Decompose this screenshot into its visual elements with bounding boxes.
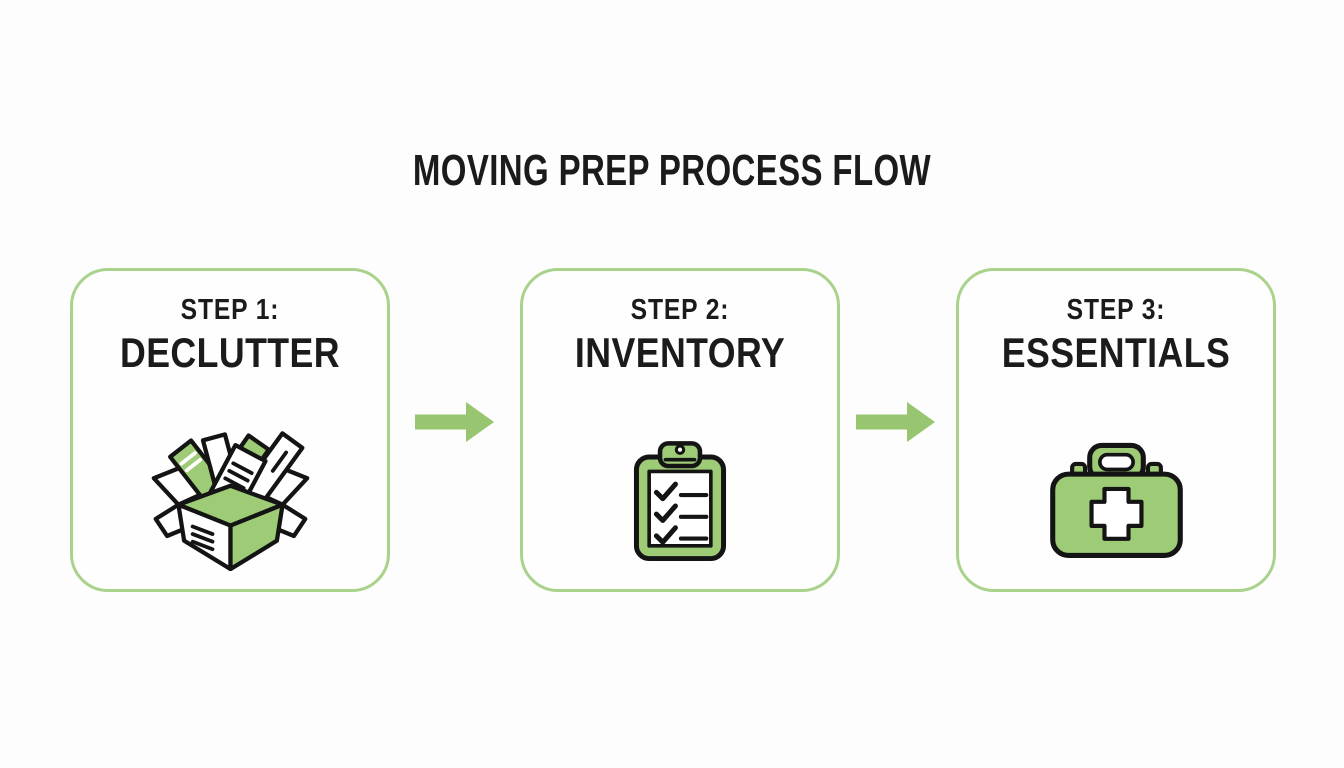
step-number-label: STEP 3:: [1066, 294, 1166, 326]
right-arrow-icon: [415, 402, 494, 442]
open-box-icon: [151, 431, 309, 571]
page-title: MOVING PREP PROCESS FLOW: [412, 146, 932, 195]
step-icon-area: [523, 429, 837, 571]
step-number-label: STEP 1:: [180, 294, 280, 326]
step-name-label: DECLUTTER: [119, 328, 340, 376]
right-arrow-icon: [856, 402, 935, 442]
medical-cross: [1088, 486, 1144, 541]
checklist-clipboard-icon: [633, 440, 727, 561]
step-number-label: STEP 2:: [630, 294, 730, 326]
step-icon-area: [73, 429, 387, 571]
checklist-rows: [653, 481, 678, 545]
step-card-essentials: STEP 3: ESSENTIALS: [956, 268, 1276, 592]
step-card-inventory: STEP 2: INVENTORY: [520, 268, 840, 592]
step-card-declutter: STEP 1: DECLUTTER: [70, 268, 390, 592]
first-aid-kit-icon: [1049, 442, 1183, 558]
step-name-label: ESSENTIALS: [1001, 328, 1231, 376]
step-name-label: INVENTORY: [574, 328, 786, 376]
step-icon-area: [959, 429, 1273, 571]
